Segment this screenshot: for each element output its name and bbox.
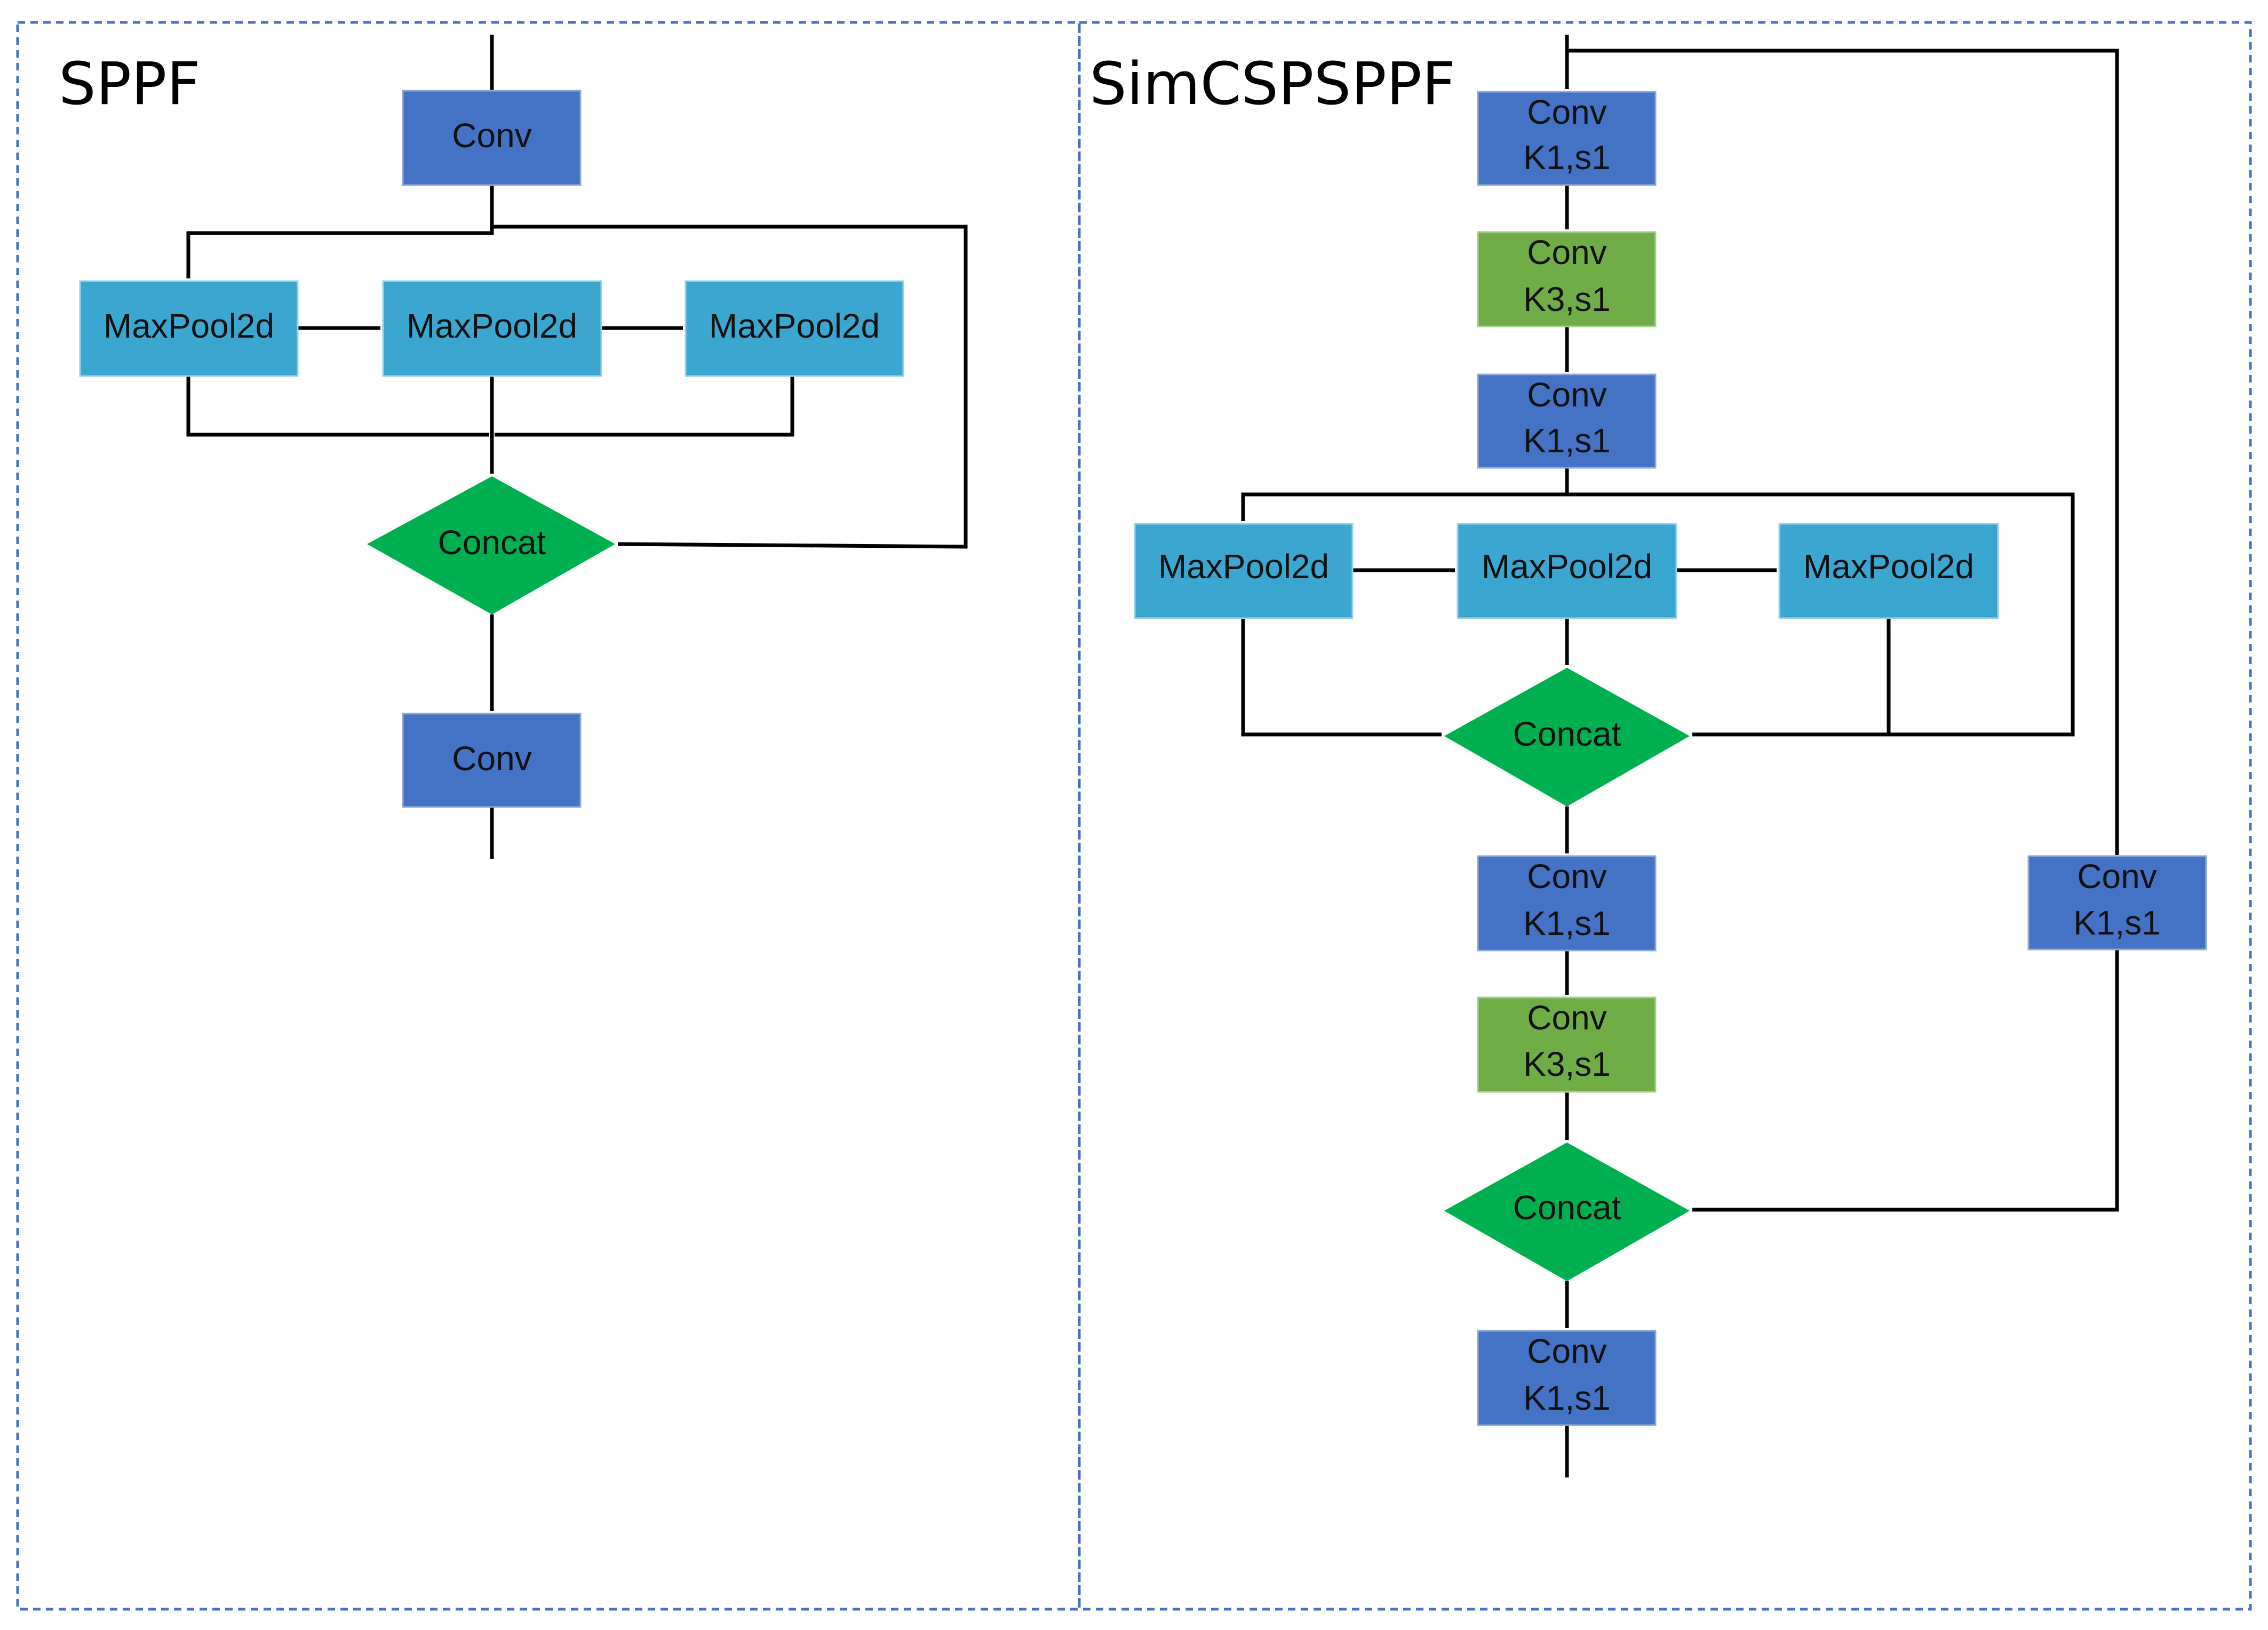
sppf-conv-out: Conv — [402, 713, 582, 808]
sppf-maxpool-2: MaxPool2d — [382, 280, 602, 377]
csp-maxpool-3-label: MaxPool2d — [1803, 547, 1974, 586]
csp-conv-6: Conv K1,s1 — [1477, 1330, 1657, 1426]
csp-conv-4: Conv K1,s1 — [1477, 855, 1657, 952]
csp-maxpool-2: MaxPool2d — [1457, 523, 1677, 619]
csp-conv-5-line2: K3,s1 — [1523, 1045, 1611, 1083]
csp-conv-side: Conv K1,s1 — [2027, 855, 2207, 950]
csp-conv-4-line1: Conv — [1527, 857, 1606, 896]
sppf-maxpool-3-label: MaxPool2d — [709, 307, 880, 345]
csp-conv-6-line1: Conv — [1527, 1332, 1606, 1370]
sppf-edge-pool1-to-merge — [186, 376, 489, 437]
csp-concat-2: Concat — [1444, 1142, 1690, 1281]
sppf-frame — [16, 21, 1081, 1611]
csp-concat-1: Concat — [1444, 668, 1690, 806]
csp-conv-1: Conv K1,s1 — [1477, 91, 1657, 186]
sppf-title: SPPF — [59, 50, 201, 118]
csp-conv-5-line1: Conv — [1527, 998, 1606, 1037]
sppf-conv-in-label: Conv — [452, 116, 531, 155]
sppf-edge-conv-to-pool1 — [186, 185, 494, 278]
csp-conv-2-line2: K3,s1 — [1523, 280, 1611, 318]
sppf-maxpool-3: MaxPool2d — [685, 280, 904, 377]
csp-conv-side-line2: K1,s1 — [2073, 904, 2161, 942]
csp-conv-3-line2: K1,s1 — [1523, 421, 1611, 460]
sppf-concat-label: Concat — [438, 523, 546, 562]
simcspsppf-title: SimCSPSPPF — [1089, 50, 1455, 118]
sppf-edge-conv-skip-to-concat — [492, 225, 968, 549]
csp-edge-pool3-to-concat1 — [1692, 618, 1891, 737]
csp-conv-5: Conv K3,s1 — [1477, 996, 1657, 1093]
sppf-edge-pool3-to-merge — [495, 376, 794, 437]
csp-maxpool-1: MaxPool2d — [1134, 523, 1354, 619]
csp-edge-conv3-skip — [1567, 492, 2075, 737]
csp-concat-2-label: Concat — [1513, 1188, 1621, 1227]
sppf-maxpool-2-label: MaxPool2d — [407, 307, 577, 345]
csp-edge-input-to-side-conv — [1567, 49, 2119, 855]
csp-maxpool-3: MaxPool2d — [1778, 523, 1999, 619]
csp-conv-4-line2: K1,s1 — [1523, 904, 1611, 942]
sppf-maxpool-1-label: MaxPool2d — [104, 307, 274, 345]
sppf-concat: Concat — [367, 476, 615, 614]
csp-conv-side-line1: Conv — [2077, 857, 2156, 896]
simcspsppf-frame — [1078, 21, 2252, 1611]
csp-conv-3-line1: Conv — [1527, 375, 1606, 414]
csp-edge-side-conv-to-concat2 — [1692, 949, 2119, 1212]
csp-edge-conv3-to-pool1 — [1241, 468, 1569, 521]
csp-conv-6-line2: K1,s1 — [1523, 1379, 1611, 1417]
sppf-maxpool-1: MaxPool2d — [79, 280, 299, 377]
csp-maxpool-1-label: MaxPool2d — [1158, 547, 1329, 586]
csp-conv-3: Conv K1,s1 — [1477, 373, 1657, 469]
sppf-conv-out-label: Conv — [452, 739, 531, 778]
csp-conv-1-line1: Conv — [1527, 93, 1606, 131]
csp-concat-1-label: Concat — [1513, 715, 1621, 753]
csp-edge-pool1-to-concat1 — [1241, 618, 1442, 737]
csp-conv-2-line1: Conv — [1527, 233, 1606, 271]
csp-conv-1-line2: K1,s1 — [1523, 138, 1611, 177]
csp-maxpool-2-label: MaxPool2d — [1482, 547, 1652, 586]
csp-conv-2: Conv K3,s1 — [1477, 231, 1657, 327]
sppf-conv-in: Conv — [402, 90, 582, 186]
